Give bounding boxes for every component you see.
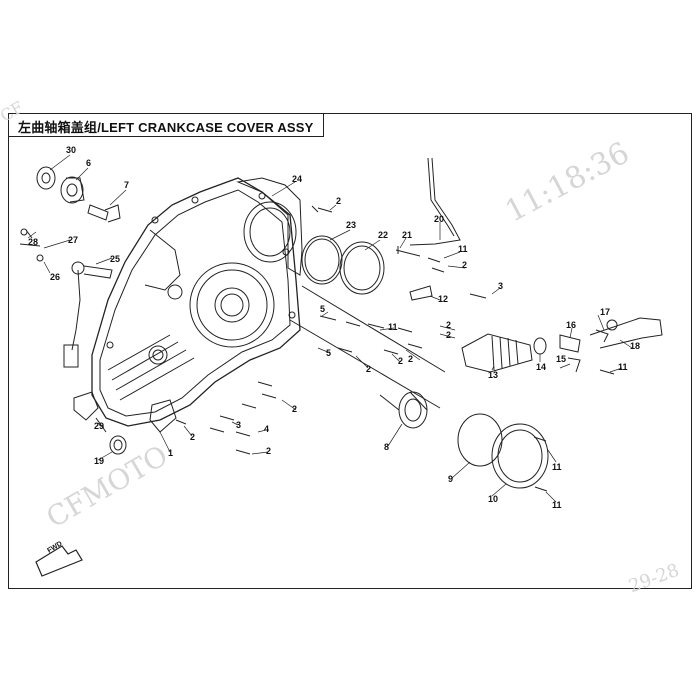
callout-label: 11: [458, 244, 468, 254]
title-box: [8, 113, 324, 137]
callout-label: 11: [552, 462, 562, 472]
callout-label: 20: [434, 214, 444, 224]
inner-case-gasket: [236, 177, 303, 276]
o-ring-23: [301, 235, 343, 285]
callout-label: 12: [438, 294, 448, 304]
callout-label: 2: [190, 432, 195, 442]
callout-label: 26: [50, 272, 60, 282]
callout-label: 9: [448, 474, 453, 484]
callout-label: 16: [566, 320, 576, 330]
end-cover-10: [491, 423, 549, 489]
clip-17: [595, 329, 609, 343]
crankcase-cover-body: [91, 177, 301, 427]
diagram-frame: [8, 113, 692, 589]
callout-label: 24: [292, 174, 302, 184]
screw-28-head: [20, 228, 28, 236]
callout-label: 27: [68, 235, 78, 245]
bolt-set: [175, 205, 615, 492]
callout-label: 30: [66, 145, 76, 155]
cover-22: [339, 241, 385, 295]
callout-label: 2: [398, 356, 403, 366]
callout-label: 2: [336, 196, 341, 206]
bolt-7: [87, 204, 121, 223]
cover-round-boss: [189, 262, 275, 348]
callout-label: 2: [408, 354, 413, 364]
callout-label: 11: [618, 362, 628, 372]
callout-label: 2: [366, 364, 371, 374]
fitting-16: [559, 334, 581, 353]
callout-label: 1: [168, 448, 173, 458]
callout-label: 15: [556, 354, 566, 364]
pipe-20: [409, 157, 461, 246]
callout-label: 23: [346, 220, 356, 230]
callout-label: 7: [124, 180, 129, 190]
callout-label: 2: [462, 260, 467, 270]
bracket-1: [149, 399, 177, 433]
callout-label: 11: [388, 322, 398, 332]
clip-15: [567, 357, 581, 373]
callout-label: 19: [94, 456, 104, 466]
callout-label: 4: [264, 424, 269, 434]
callout-label: 5: [326, 348, 331, 358]
washer-30: [36, 166, 56, 190]
callout-label: 2: [446, 330, 451, 340]
hose-18: [589, 317, 663, 349]
fwd-arrow: [35, 545, 83, 577]
callout-label: 21: [402, 230, 412, 240]
callout-label: 13: [488, 370, 498, 380]
washer-19: [109, 435, 127, 455]
bracket-12: [409, 285, 433, 301]
o-ring-9: [457, 413, 503, 467]
diagram-title: 左曲轴箱盖组/LEFT CRANKCASE COVER ASSY: [18, 120, 314, 135]
callout-label: 18: [630, 341, 640, 351]
screw-26-head: [36, 254, 44, 262]
bushing-6: [60, 176, 84, 204]
callout-label: 29: [94, 421, 104, 431]
plug-29: [73, 391, 99, 421]
callout-label: 2: [446, 320, 451, 330]
callout-label: 3: [236, 420, 241, 430]
callout-label: 8: [384, 442, 389, 452]
leader-lines: [27, 154, 633, 503]
callout-label: 11: [552, 500, 562, 510]
callout-label: 2: [292, 404, 297, 414]
callout-label: 10: [488, 494, 498, 504]
callout-label: 17: [600, 307, 610, 317]
callout-label: 6: [86, 158, 91, 168]
callout-label: 2: [266, 446, 271, 456]
callout-label: 14: [536, 362, 546, 372]
callout-label: 25: [110, 254, 120, 264]
sensor-25-wire: [71, 269, 81, 351]
callout-label: 22: [378, 230, 388, 240]
callout-label: 3: [498, 281, 503, 291]
fitting-21: [395, 246, 421, 257]
clamp-14: [533, 337, 547, 355]
callout-label: 5: [320, 304, 325, 314]
callout-label: 28: [28, 237, 38, 247]
boot-13: [461, 333, 533, 373]
